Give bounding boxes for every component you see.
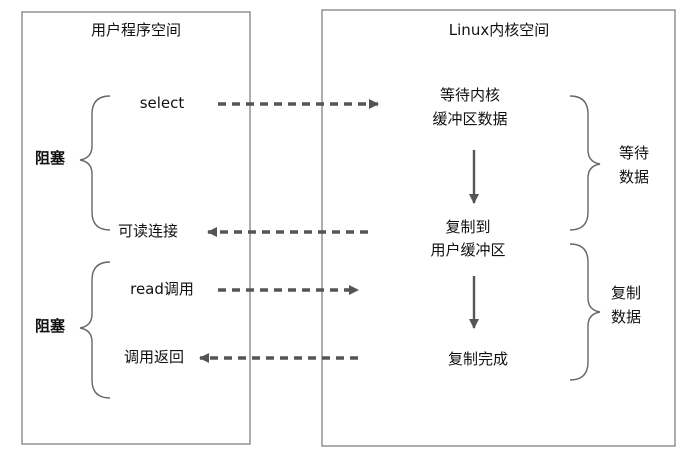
wait-data-line2: 缓冲区数据 (432, 110, 507, 128)
readable-connection-label: 可读连接 (118, 222, 178, 240)
call-return-label: 调用返回 (124, 348, 184, 366)
read-call-label: read调用 (130, 280, 194, 298)
copy-to-line1: 复制到 (445, 218, 490, 236)
phase-wait-line2: 数据 (619, 168, 649, 186)
block-label-bottom: 阻塞 (35, 317, 66, 335)
phase-copy-line2: 数据 (611, 308, 641, 326)
user-space-box (21, 11, 251, 445)
wait-data-line1: 等待内核 (440, 86, 500, 104)
select-label: select (140, 94, 185, 112)
left-brace-top (79, 95, 111, 231)
copy-done-label: 复制完成 (448, 350, 508, 368)
block-label-top: 阻塞 (35, 149, 66, 167)
right-brace-wait (569, 95, 601, 231)
phase-copy-line1: 复制 (611, 284, 641, 302)
kernel-space-title: Linux内核空间 (449, 21, 549, 39)
left-brace-bottom (79, 261, 111, 399)
kernel-space-box (321, 9, 676, 447)
right-brace-copy (569, 243, 601, 381)
user-space-title: 用户程序空间 (91, 21, 181, 39)
phase-wait-line1: 等待 (619, 144, 649, 162)
copy-to-line2: 用户缓冲区 (430, 241, 505, 259)
